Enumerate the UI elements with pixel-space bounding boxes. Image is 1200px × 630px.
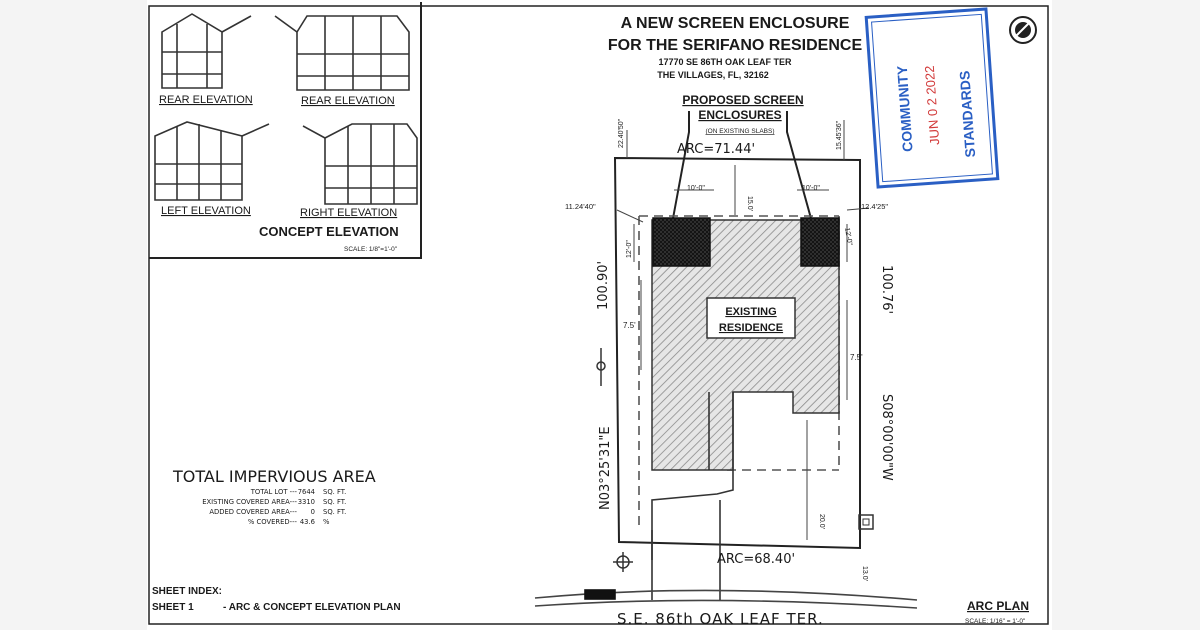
plan-sheet: REAR ELEVATION REAR ELEVATION LEFT ELEVA… (147, 0, 1052, 630)
impervious-row-value: 43.6 (300, 518, 315, 526)
dim-enclosure-width-right: 10'-0" (802, 185, 820, 192)
title-line-1: A NEW SCREEN ENCLOSURE (621, 15, 850, 32)
svg-text:(ON EXISTING SLABS): (ON EXISTING SLABS) (706, 128, 775, 135)
left-lot-length: 100.90' (596, 261, 611, 310)
elevation-label-right: RIGHT ELEVATION (300, 207, 397, 219)
corner-angle-top-left: 22.40'50" (618, 118, 625, 148)
screen-enclosure-left (652, 217, 711, 267)
impervious-row-unit: SQ. FT. (323, 508, 346, 516)
left-elevation-sketch (154, 121, 270, 201)
dim-top-setback: 15.0' (746, 196, 753, 211)
impervious-row-label: % COVERED--- (248, 518, 298, 526)
dim-setback-left: 7.5' (623, 321, 636, 330)
impervious-row-unit: SQ. FT. (323, 488, 346, 496)
arc-bottom-label: ARC=68.40' (717, 552, 795, 567)
impervious-row-value: 7644 (298, 488, 315, 496)
dim-enclosure-height-right: 12'-0" (843, 227, 853, 246)
concept-elevation-heading: CONCEPT ELEVATION (259, 224, 399, 239)
survey-marker-icon (613, 552, 633, 572)
meter-box-icon (858, 514, 874, 530)
existing-residence-footprint (651, 219, 840, 471)
screen-enclosure-right (800, 217, 840, 267)
arc-plan-label: ARC PLAN (967, 599, 1029, 613)
existing-residence-label-2: RESIDENCE (719, 322, 783, 334)
svg-text:PROPOSED SCREEN: PROPOSED SCREEN (682, 93, 803, 107)
title-line-2: FOR THE SERIFANO RESIDENCE (608, 37, 863, 54)
impervious-row-unit: % (323, 518, 330, 526)
right-elevation-sketch (302, 123, 418, 205)
arc-top-label: ARC=71.44' (677, 142, 755, 157)
existing-residence-label-box (706, 297, 796, 339)
impervious-row-value: 3310 (298, 498, 315, 506)
lot-boundary (613, 156, 861, 550)
right-lot-bearing: S08°00'00"W (879, 394, 894, 481)
arc-plan-scale: SCALE: 1/16" = 1'-0" (965, 618, 1026, 625)
community-standards-stamp: COMMUNITY JUN 0 2 2022 STANDARDS (864, 7, 1000, 189)
sheet-index-sheet: SHEET 1 (152, 602, 194, 613)
street (534, 589, 918, 609)
rear-elevation-sketch-1 (161, 13, 252, 89)
dim-bottom-right: 13.0' (861, 566, 868, 581)
address-line-2: THE VILLAGES, FL, 32162 (657, 70, 769, 80)
stamp-line-2: STANDARDS (956, 70, 978, 158)
corner-angle-top-right: 15.45'36" (836, 120, 843, 150)
rear-elevation-sketch-2 (274, 15, 410, 91)
right-lot-length: 100.76' (879, 265, 894, 314)
corner-angle-left: 11.24'40" (565, 202, 596, 211)
stamp-line-1: COMMUNITY (894, 64, 916, 152)
svg-text:ENCLOSURES: ENCLOSURES (698, 108, 781, 122)
sheet-border (148, 5, 1049, 625)
impervious-heading: TOTAL IMPERVIOUS AREA (172, 467, 376, 486)
elevation-label-left: LEFT ELEVATION (161, 205, 251, 217)
concept-elevation-scale: SCALE: 1/8"=1'-0" (344, 246, 398, 253)
dim-enclosure-height-left: 12'-0" (626, 240, 633, 258)
impervious-row-value: 0 (311, 508, 315, 516)
impervious-row-label: ADDED COVERED AREA--- (209, 508, 297, 516)
address-line-1: 17770 SE 86TH OAK LEAF TER (658, 57, 792, 67)
concept-elevation-panel: REAR ELEVATION REAR ELEVATION LEFT ELEVA… (149, 2, 422, 259)
dimension-lines (616, 120, 870, 540)
utility-pole-icon (596, 348, 606, 386)
left-lot-bearing: N03°25'31"E (598, 426, 613, 510)
elevation-label-rear-2: REAR ELEVATION (301, 95, 395, 107)
street-name: S.E. 86th OAK LEAF TER. (617, 610, 824, 628)
site-plan-drawing: REAR ELEVATION REAR ELEVATION LEFT ELEVA… (148, 2, 1049, 628)
existing-residence-label-1: EXISTING (725, 306, 776, 318)
title-block: A NEW SCREEN ENCLOSURE FOR THE SERIFANO … (608, 15, 863, 80)
driveway (651, 392, 734, 600)
elevation-label-rear-1: REAR ELEVATION (159, 94, 253, 106)
impervious-row-unit: SQ. FT. (323, 498, 346, 506)
proposed-enclosure-label: PROPOSED SCREEN ENCLOSURES (ON EXISTING … (668, 93, 818, 241)
stamp-date: JUN 0 2 2022 (922, 65, 943, 145)
north-arrow-icon (1009, 16, 1037, 44)
dim-driveway: 20.0' (818, 514, 825, 529)
dim-enclosure-width-left: 10'-0" (687, 185, 705, 192)
sheet-index-description: - ARC & CONCEPT ELEVATION PLAN (223, 602, 401, 613)
impervious-row-label: EXISTING COVERED AREA--- (202, 498, 297, 506)
dim-setback-right: 7.5' (850, 353, 863, 362)
sheet-index-heading: SHEET INDEX: (152, 586, 222, 597)
impervious-row-label: TOTAL LOT --- (250, 488, 298, 496)
corner-angle-right: 12.4'25" (861, 202, 888, 211)
